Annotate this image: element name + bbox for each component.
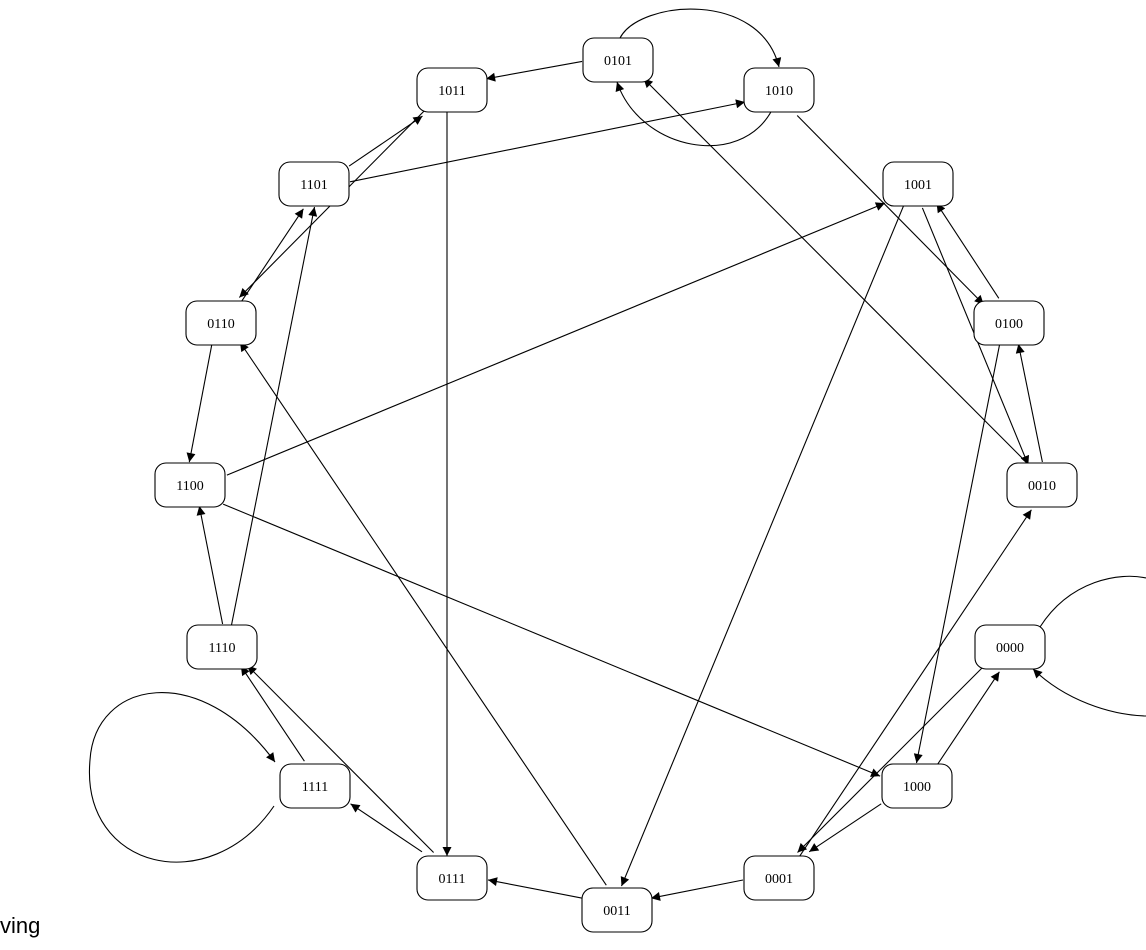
state-node-1010: 1010 xyxy=(743,67,815,113)
state-node-label: 1100 xyxy=(176,479,203,494)
edge-0010-to-0100 xyxy=(1015,343,1043,463)
edge-0111-to-1110 xyxy=(247,665,434,853)
edges-layer xyxy=(89,8,1146,901)
state-node-1000: 1000 xyxy=(881,763,953,809)
state-node-label: 0000 xyxy=(996,641,1024,656)
edge-0110-to-1101 xyxy=(239,208,304,305)
edge-1110-to-1101 xyxy=(230,206,318,627)
edge-1111-to-1110 xyxy=(240,665,305,762)
edge-0100-to-1001 xyxy=(936,202,1000,299)
state-node-box xyxy=(743,67,815,113)
edge-1000-to-0001 xyxy=(808,803,882,853)
edge-1110-to-1100 xyxy=(196,505,224,625)
caption-text: ving xyxy=(0,913,41,938)
state-node-box xyxy=(279,763,351,809)
state-node-label: 0010 xyxy=(1028,479,1056,494)
state-node-0010: 0010 xyxy=(1006,462,1078,508)
state-node-0011: 0011 xyxy=(581,887,653,933)
state-node-0100: 0100 xyxy=(973,300,1045,346)
state-node-label: 1111 xyxy=(302,780,328,795)
edge-0000-to-0000 xyxy=(1033,575,1146,717)
nodes-layer: 0101 1011 1010 1101 1001 0110 0100 1100 0010 1110… xyxy=(154,37,1078,933)
state-node-label: 1110 xyxy=(209,641,236,656)
state-node-label: 0011 xyxy=(603,904,630,919)
edge-0101-to-1011 xyxy=(486,60,583,82)
state-node-0110: 0110 xyxy=(185,300,257,346)
edge-0010-to-0101 xyxy=(643,78,1024,460)
edge-0011-to-0110 xyxy=(239,341,607,886)
state-node-1101: 1101 xyxy=(278,161,350,207)
edge-1010-to-0100 xyxy=(796,115,985,305)
state-node-box xyxy=(186,624,258,670)
edge-1010-to-0101 xyxy=(615,81,773,147)
state-node-1011: 1011 xyxy=(416,67,488,113)
edge-1101-to-1011 xyxy=(348,115,423,167)
state-node-box xyxy=(154,462,226,508)
state-node-label: 1011 xyxy=(438,84,465,99)
state-node-box xyxy=(582,37,654,83)
state-node-box xyxy=(973,300,1045,346)
state-node-label: 0100 xyxy=(995,317,1023,332)
state-node-box xyxy=(416,67,488,113)
state-node-box xyxy=(743,855,815,901)
state-node-1110: 1110 xyxy=(186,624,258,670)
state-node-label: 0001 xyxy=(765,872,793,887)
state-node-1001: 1001 xyxy=(882,161,954,207)
state-node-label: 0101 xyxy=(604,54,632,69)
state-node-label: 1001 xyxy=(904,178,932,193)
state-node-box xyxy=(278,161,350,207)
edge-0101-to-1010 xyxy=(619,8,782,68)
state-node-box xyxy=(581,887,653,933)
edge-0111-to-1111 xyxy=(350,803,423,853)
edge-0110-to-1100 xyxy=(186,343,213,463)
edge-1100-to-1000 xyxy=(222,503,881,777)
state-node-label: 1101 xyxy=(300,178,327,193)
edge-1001-to-0011 xyxy=(620,203,905,887)
edge-1000-to-0000 xyxy=(935,671,1000,768)
edge-0001-to-0011 xyxy=(650,879,744,901)
state-node-0111: 0111 xyxy=(416,855,488,901)
edge-0000-to-0001 xyxy=(797,665,985,853)
state-node-label: 1000 xyxy=(903,780,931,795)
state-node-box xyxy=(185,300,257,346)
state-node-0001: 0001 xyxy=(743,855,815,901)
state-node-box xyxy=(416,855,488,901)
edge-1100-to-1001 xyxy=(226,202,886,476)
state-node-0000: 0000 xyxy=(974,624,1046,670)
state-node-box xyxy=(1006,462,1078,508)
state-node-label: 1010 xyxy=(765,84,793,99)
state-node-label: 0110 xyxy=(207,317,234,332)
state-node-box xyxy=(974,624,1046,670)
edge-1101-to-1010 xyxy=(349,99,746,183)
edge-0100-to-1000 xyxy=(913,343,1001,764)
state-node-1100: 1100 xyxy=(154,462,226,508)
state-node-box xyxy=(882,161,954,207)
edge-1111-to-1111 xyxy=(89,692,276,863)
state-node-1111: 1111 xyxy=(279,763,351,809)
state-node-label: 0111 xyxy=(439,872,466,887)
edge-0001-to-0010 xyxy=(797,509,1032,860)
state-node-box xyxy=(881,763,953,809)
state-node-0101: 0101 xyxy=(582,37,654,83)
edge-0011-to-0111 xyxy=(487,877,584,899)
